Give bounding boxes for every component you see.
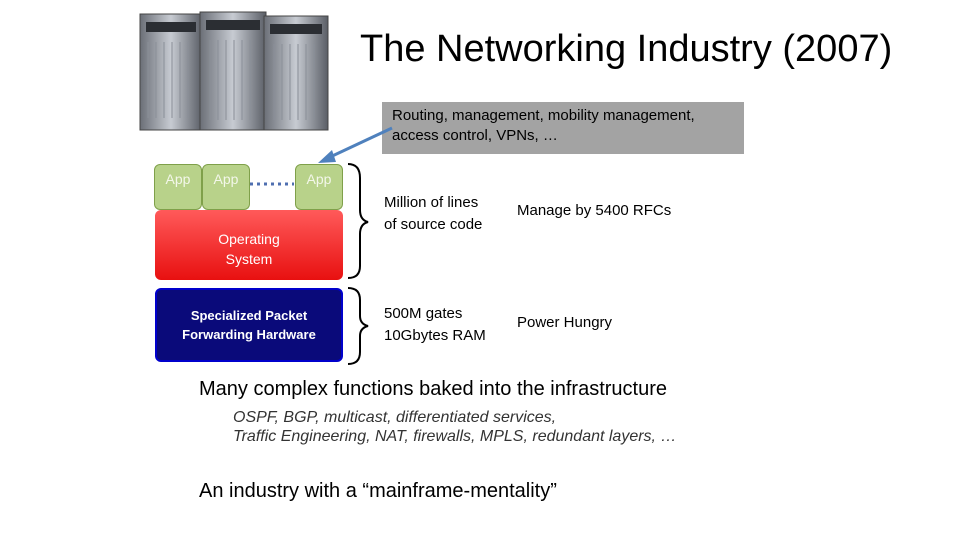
app-box-1: App (154, 164, 202, 192)
operating-system-block: Operating System (155, 210, 343, 280)
router-chassis-image (139, 11, 329, 131)
hardware-size-text: 500M gates 10Gbytes RAM (384, 303, 486, 347)
hw-label-line-2: Forwarding Hardware (182, 327, 316, 342)
software-size-line-1: Million of lines (384, 194, 479, 211)
conclusion-text: An industry with a “mainframe-mentality” (199, 480, 557, 502)
os-label-line-1: Operating (218, 231, 280, 247)
os-label-line-2: System (225, 251, 273, 267)
hardware-size-line-2: 10Gbytes RAM (384, 327, 486, 344)
app-box-3: App (295, 164, 343, 192)
power-note: Power Hungry (517, 314, 613, 331)
callout-line-2: access control, VPNs, … (392, 127, 558, 144)
summary-heading: Many complex functions baked into the in… (199, 378, 668, 400)
software-size-text: Million of lines of source code (384, 192, 482, 236)
software-size-line-2: of source code (384, 216, 483, 233)
app-box-2: App (202, 164, 250, 192)
examples-line-2: Traffic Engineering, NAT, firewalls, MPL… (233, 428, 677, 445)
slide-title: The Networking Industry (2007) (360, 28, 893, 70)
callout-line-1: Routing, management, mobility management… (392, 107, 695, 124)
app-box-3-body (295, 190, 343, 210)
rfc-note: Manage by 5400 RFCs (517, 202, 672, 219)
app-box-1-body (154, 190, 202, 210)
hw-label-line-1: Specialized Packet (190, 308, 308, 323)
forwarding-hardware-block: Specialized Packet Forwarding Hardware (155, 288, 343, 362)
hardware-size-line-1: 500M gates (384, 305, 463, 322)
app-box-2-body (202, 190, 250, 210)
control-functions-callout: Routing, management, mobility management… (382, 102, 744, 154)
examples-line-1: OSPF, BGP, multicast, differentiated ser… (233, 409, 557, 426)
